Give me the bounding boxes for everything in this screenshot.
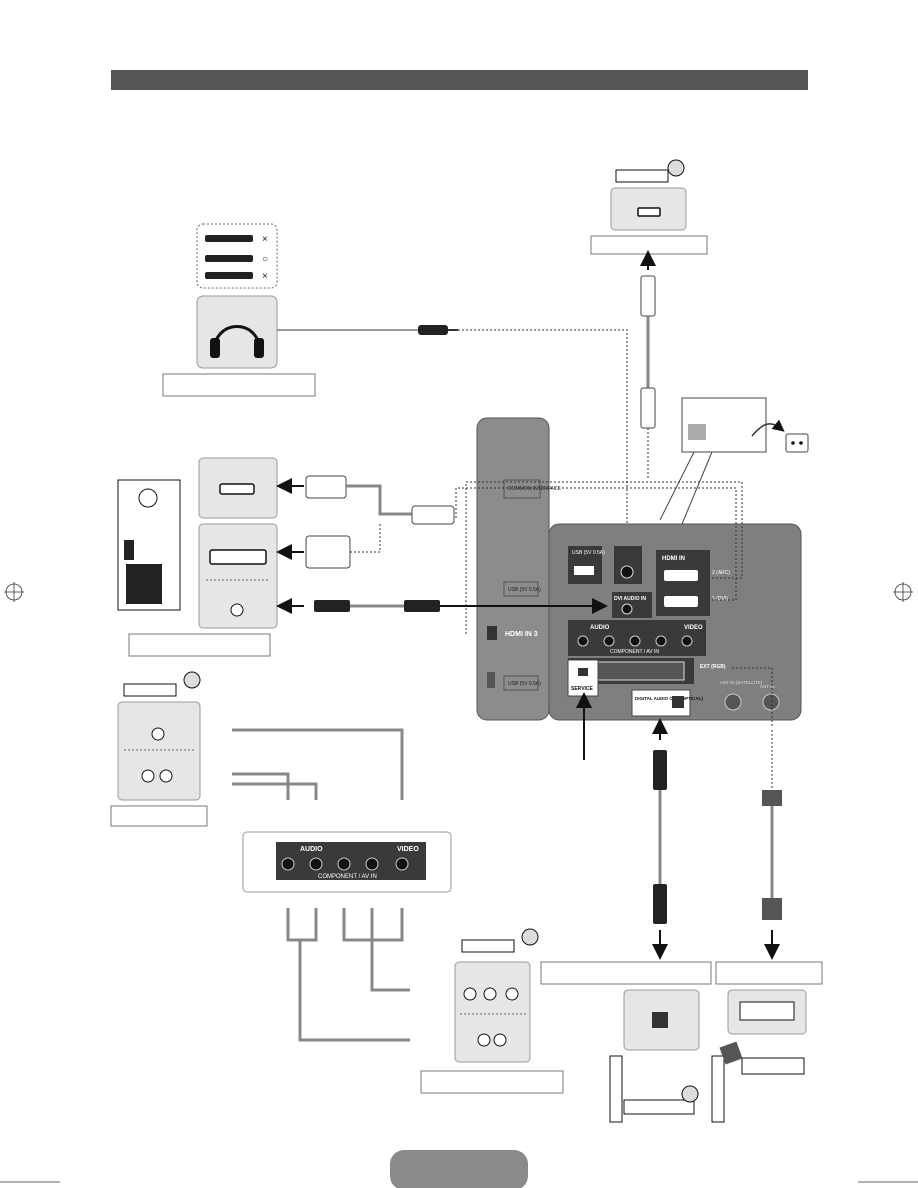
- hdmi-cable-top: [640, 250, 656, 480]
- component-device-icon: [461, 928, 539, 953]
- registration-marks: [0, 582, 918, 1183]
- closeup-video-label: VIDEO: [397, 846, 419, 853]
- vcr-icon: [719, 1041, 805, 1075]
- scart-cable: [762, 730, 782, 960]
- closeup-audio-label: AUDIO: [300, 846, 323, 853]
- digital-audio-out-label: DIGITAL AUDIO OUT (OPTICAL): [635, 696, 703, 701]
- plug-symbol-3: ×: [262, 271, 268, 282]
- panel-video-label: VIDEO: [684, 625, 703, 631]
- hdmi-port1-label: 1 (DVI): [712, 596, 728, 602]
- headphone-plug-guide: × ○ ×: [196, 223, 278, 289]
- service-label: SERVICE: [571, 686, 594, 692]
- side-hdmi-in3-label: HDMI IN 3: [505, 631, 538, 638]
- usb-label: USB (5V 0.5A): [572, 550, 605, 556]
- header-bar: [111, 70, 808, 90]
- component-device-label-box: [420, 1070, 564, 1094]
- closeup-component-label: COMPONENT / AV IN: [318, 874, 377, 880]
- home-theater-icon: [609, 1055, 725, 1123]
- scart-label-box: [715, 961, 823, 985]
- plug-symbol-1: ×: [262, 234, 268, 245]
- component-cables: [286, 908, 410, 1042]
- optical-cable: [652, 718, 668, 960]
- av-device-label-box: [110, 805, 208, 827]
- plug-symbol-2: ○: [262, 254, 268, 265]
- optical-label-box: [540, 961, 712, 985]
- hdmi-device-port-box: [610, 187, 687, 231]
- side-usb-label-2: USB (5V 0.5A): [508, 681, 541, 687]
- headphone-label-box: [162, 373, 316, 397]
- pc-cables: [276, 475, 608, 614]
- headphone-cable: [277, 325, 628, 555]
- tv-rear-thumbnail: [659, 397, 809, 525]
- pc-label-box: [128, 633, 271, 657]
- pc-hdmi-port-box: [198, 457, 278, 519]
- side-usb-label: USB (5V 0.5A): [508, 587, 541, 593]
- panel-component-av-label: COMPONENT / AV IN: [610, 649, 659, 655]
- panel-audio-label: AUDIO: [590, 625, 610, 631]
- component-closeup: AUDIO VIDEO COMPONENT / AV IN: [242, 831, 452, 893]
- hdmi-in-label: HDMI IN: [662, 556, 685, 562]
- dvi-audio-in-label: DVI AUDIO IN: [614, 596, 646, 602]
- page-tab: [390, 1150, 528, 1188]
- av-cables: [232, 728, 404, 800]
- rear-panel: USB (5V 0.5A) HDMI IN 2 (ARC) 1 (DVI) DV…: [548, 523, 802, 721]
- headphone-device: [196, 295, 278, 369]
- pc-tower-icon: [117, 479, 181, 611]
- optical-device-port-box: [623, 989, 700, 1051]
- bluray-player-icon: [615, 159, 685, 183]
- hdmi-device-label-box: [590, 235, 708, 255]
- ext-rgb-label: EXT (RGB): [700, 664, 726, 670]
- dotted-routing: [455, 481, 773, 726]
- pc-dvi-audio-box: [198, 523, 278, 629]
- component-device-port-box: [454, 961, 531, 1063]
- ant-in-satellite-label: ANT IN (SATELLITE): [720, 680, 763, 685]
- scart-device-port-box: [727, 989, 807, 1035]
- side-common-interface: COMMON INTERFACE: [508, 486, 561, 492]
- av-device-icon: [123, 671, 201, 697]
- ant-in-label: ANT IN: [760, 684, 775, 689]
- hdmi-port2-label: 2 (ARC): [712, 570, 730, 576]
- av-device-port-box: [117, 701, 201, 801]
